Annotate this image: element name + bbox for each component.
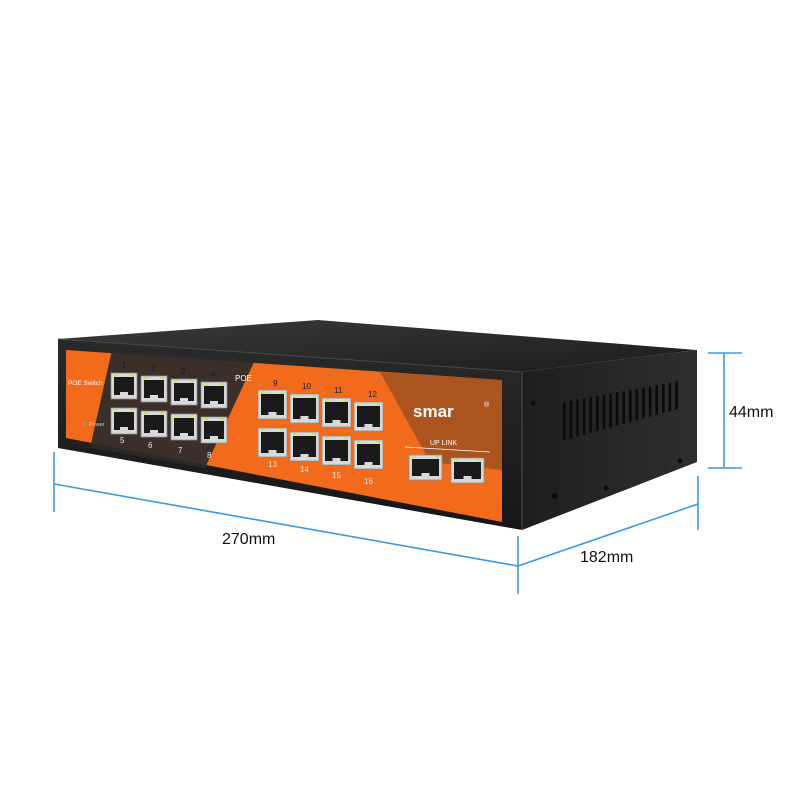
port-number: 14: [300, 465, 309, 474]
vent-slot: [589, 397, 592, 433]
vent-slot: [576, 399, 579, 437]
screw-icon: [603, 485, 609, 491]
ethernet-port: [353, 439, 384, 470]
ethernet-port: [289, 393, 320, 424]
power-label: Power: [89, 422, 105, 428]
screw-icon: [552, 493, 558, 499]
brand-registered-mark: ®: [484, 401, 490, 409]
depth-dimension-line: [517, 503, 699, 567]
port-number: 5: [120, 436, 125, 445]
port-number: 9: [273, 379, 278, 388]
width-dimension-line: [53, 483, 519, 567]
vent-slot: [582, 398, 586, 435]
vent-slot: [609, 393, 612, 428]
port-numbers-top: 1 2 3 4 9 10 11 12: [122, 361, 377, 399]
ethernet-port: [257, 427, 288, 458]
uplink-label: UP LINK: [430, 440, 457, 447]
vent-slot: [635, 388, 639, 421]
vent-slot: [655, 385, 658, 415]
port-number: 7: [178, 446, 183, 455]
vent-slot: [648, 386, 652, 417]
screw-icon: [530, 400, 536, 406]
side-vents: [563, 381, 678, 440]
ethernet-port: [289, 431, 320, 462]
vent-slot: [602, 394, 606, 430]
port-number: 1: [122, 361, 127, 370]
ethernet-port: [353, 401, 384, 432]
ethernet-port: [170, 378, 198, 406]
port-number: 6: [148, 441, 153, 450]
poe-switch-device: 1 2 3 4 9 10 11 12 5 6 7 8 13 14 15 16 P…: [57, 320, 697, 530]
port-number: 13: [268, 460, 277, 469]
uplink-port: [450, 457, 485, 484]
ethernet-port: [140, 375, 168, 403]
brand-logo: smar: [413, 402, 454, 421]
port-number: 16: [364, 477, 373, 486]
ethernet-port: [321, 435, 352, 466]
ethernet-port: [200, 416, 228, 444]
width-dimension-label: 270mm: [222, 531, 276, 548]
power-led-icon: [83, 422, 87, 426]
port-number: 15: [332, 471, 341, 480]
ethernet-port: [110, 407, 138, 435]
vent-slot: [629, 390, 632, 422]
vent-slot: [615, 392, 619, 426]
port-number: 10: [302, 382, 311, 391]
screw-icon: [677, 458, 683, 464]
vent-slot: [675, 381, 678, 410]
port-number: 4: [211, 370, 216, 379]
ethernet-ports: [110, 372, 485, 484]
vent-slot: [642, 387, 645, 419]
vent-slot: [622, 391, 625, 424]
uplink-port: [408, 454, 443, 481]
port-number: 2: [151, 364, 156, 373]
port-number: 3: [181, 367, 186, 376]
device-top-face: [58, 320, 697, 372]
vent-slot: [596, 396, 599, 431]
port-number: 8: [207, 451, 212, 460]
ethernet-port: [257, 389, 288, 420]
ethernet-port: [321, 397, 352, 428]
vent-slot: [662, 384, 665, 413]
ethernet-port: [170, 413, 198, 441]
vent-slot: [569, 400, 573, 439]
depth-dimension-label: 182mm: [580, 549, 634, 566]
vent-slot: [668, 382, 672, 412]
port-number: 11: [334, 386, 343, 395]
ethernet-port: [200, 381, 228, 409]
vent-slot: [563, 402, 566, 440]
height-dimension-label: 44mm: [729, 404, 774, 421]
device-right-face: [522, 350, 697, 530]
port-numbers-bottom: 5 6 7 8 13 14 15 16: [120, 436, 373, 486]
ethernet-port: [140, 410, 168, 438]
model-label: POE Switch: [68, 380, 103, 387]
port-number: 12: [368, 390, 377, 399]
poe-label: POE: [235, 374, 252, 383]
ethernet-port: [110, 372, 138, 400]
dimension-lines: [53, 352, 742, 594]
